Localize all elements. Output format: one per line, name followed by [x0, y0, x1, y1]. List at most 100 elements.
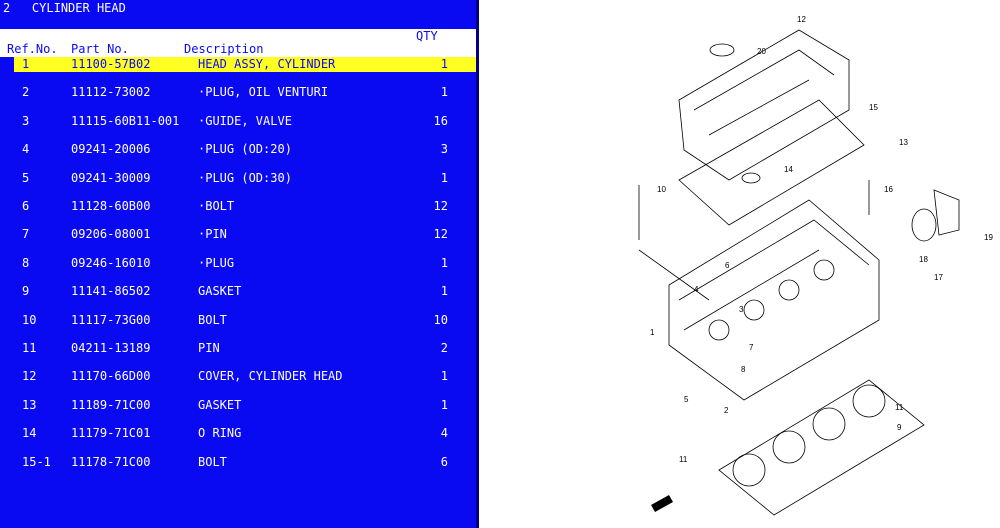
column-header: Ref.No. Part No. Description QTY — [0, 29, 476, 57]
callout-label: 7 — [749, 343, 754, 352]
section-title-bar: 2 CYLINDER HEAD — [0, 0, 476, 28]
col-qty: QTY — [416, 29, 438, 43]
part-number-cell: 09241-20006 — [71, 142, 151, 157]
description-cell: ·PLUG — [198, 255, 235, 270]
callout-label: 20 — [757, 47, 766, 56]
part-number-cell: 11189-71C00 — [71, 397, 151, 412]
col-part: Part No. — [71, 42, 129, 56]
qty-cell: 1 — [440, 85, 448, 100]
qty-cell: 12 — [433, 227, 448, 242]
ref-cell: 14 — [22, 426, 37, 441]
ref-cell: 12 — [22, 369, 37, 384]
qty-cell: 3 — [440, 142, 448, 157]
qty-cell: 16 — [433, 113, 448, 128]
description-cell: BOLT — [198, 312, 227, 327]
ref-cell: 15-1 — [22, 454, 51, 469]
qty-cell: 1 — [440, 397, 448, 412]
oil-cap — [709, 43, 735, 57]
callout-label: 16 — [884, 185, 893, 194]
description-cell: ·PIN — [198, 227, 227, 242]
description-cell: ·PLUG, OIL VENTURI — [198, 85, 329, 100]
qty-cell: 1 — [440, 255, 448, 270]
callout-label: 15 — [869, 103, 878, 112]
part-number-cell: 11115-60B11-001 — [71, 113, 180, 128]
description-cell: HEAD ASSY, CYLINDER — [198, 57, 336, 71]
callout-label: 3 — [739, 305, 744, 314]
table-row[interactable]: 1 11100-57B02 HEAD ASSY, CYLINDER 1 — [14, 57, 476, 72]
ref-cell: 10 — [22, 312, 37, 327]
cylinder-head-cover — [678, 29, 850, 181]
ref-cell: 1 — [22, 57, 30, 71]
part-number-cell: 09206-08001 — [71, 227, 151, 242]
qty-cell: 1 — [440, 170, 448, 185]
cover-gasket — [678, 99, 865, 226]
description-cell: ·PLUG (OD:30) — [198, 170, 292, 185]
ref-cell: 13 — [22, 397, 37, 412]
description-cell: ·GUIDE, VALVE — [198, 113, 292, 128]
part-number-cell: 09246-16010 — [71, 255, 151, 270]
qty-cell: 10 — [433, 312, 448, 327]
callout-label: 9 — [897, 423, 902, 432]
description-cell: ·PLUG (OD:20) — [198, 142, 292, 157]
description-cell: BOLT — [198, 454, 227, 469]
description-cell: GASKET — [198, 284, 242, 299]
callout-label: 8 — [741, 365, 746, 374]
part-number-cell: 11128-60B00 — [71, 199, 151, 213]
ref-cell: 9 — [22, 284, 30, 299]
table-row[interactable]: 5 09241-30009 ·PLUG (OD:30) 1 — [14, 171, 476, 186]
section-number: 2 — [3, 1, 11, 15]
ref-cell: 2 — [22, 85, 30, 100]
part-number-cell: 11179-71C01 — [71, 426, 151, 441]
section-title: CYLINDER HEAD — [31, 1, 126, 15]
qty-cell: 1 — [440, 284, 448, 299]
callout-label: 4 — [694, 285, 699, 294]
callout-label: 10 — [657, 185, 666, 194]
parts-list-panel: 2 CYLINDER HEAD Ref.No. Part No. Descrip… — [0, 0, 476, 528]
table-row[interactable]: 13 11189-71C00 GASKET 1 — [14, 398, 476, 413]
col-desc: Description — [184, 42, 264, 56]
callout-label: 19 — [984, 233, 993, 242]
callout-label: 5 — [684, 395, 689, 404]
description-cell: COVER, CYLINDER HEAD — [198, 369, 343, 384]
part-number-cell: 11170-66D00 — [71, 369, 151, 384]
table-row[interactable]: 14 11179-71C01 O RING 4 — [14, 426, 476, 441]
description-cell: ·BOLT — [198, 199, 235, 213]
col-ref: Ref.No. — [7, 42, 58, 56]
qty-cell: 4 — [440, 426, 448, 441]
part-number-cell: 11112-73002 — [71, 85, 151, 100]
callout-label: 18 — [919, 255, 928, 264]
qty-cell: 2 — [440, 341, 448, 355]
ref-cell: 5 — [22, 170, 30, 185]
part-number-cell: 09241-30009 — [71, 170, 151, 185]
callout-label: 1 — [650, 328, 655, 337]
part-number-cell: 04211-13189 — [71, 341, 151, 355]
qty-cell: 1 — [440, 57, 448, 71]
table-row[interactable]: 2 11112-73002 ·PLUG, OIL VENTURI 1 — [14, 85, 476, 100]
part-number-cell: 11178-71C00 — [71, 454, 151, 469]
callout-label: 11 — [679, 455, 688, 464]
callout-label: 11 — [895, 403, 904, 412]
callout-label: 17 — [934, 273, 943, 282]
divider — [476, 0, 479, 528]
callout-label: 14 — [784, 165, 793, 174]
callout-label: 6 — [725, 261, 730, 270]
description-cell: O RING — [198, 426, 242, 441]
description-cell: GASKET — [198, 397, 242, 412]
callout-label: 13 — [899, 138, 908, 147]
table-row[interactable]: 8 09246-16010 ·PLUG 1 — [14, 256, 476, 271]
table-row[interactable]: 15-1 11178-71C00 BOLT 6 — [14, 455, 476, 470]
ref-cell: 8 — [22, 255, 30, 270]
part-number-cell: 11100-57B02 — [71, 57, 151, 71]
ref-cell: 6 — [22, 199, 30, 213]
callout-label: 12 — [797, 15, 806, 24]
qty-cell: 6 — [440, 454, 448, 469]
